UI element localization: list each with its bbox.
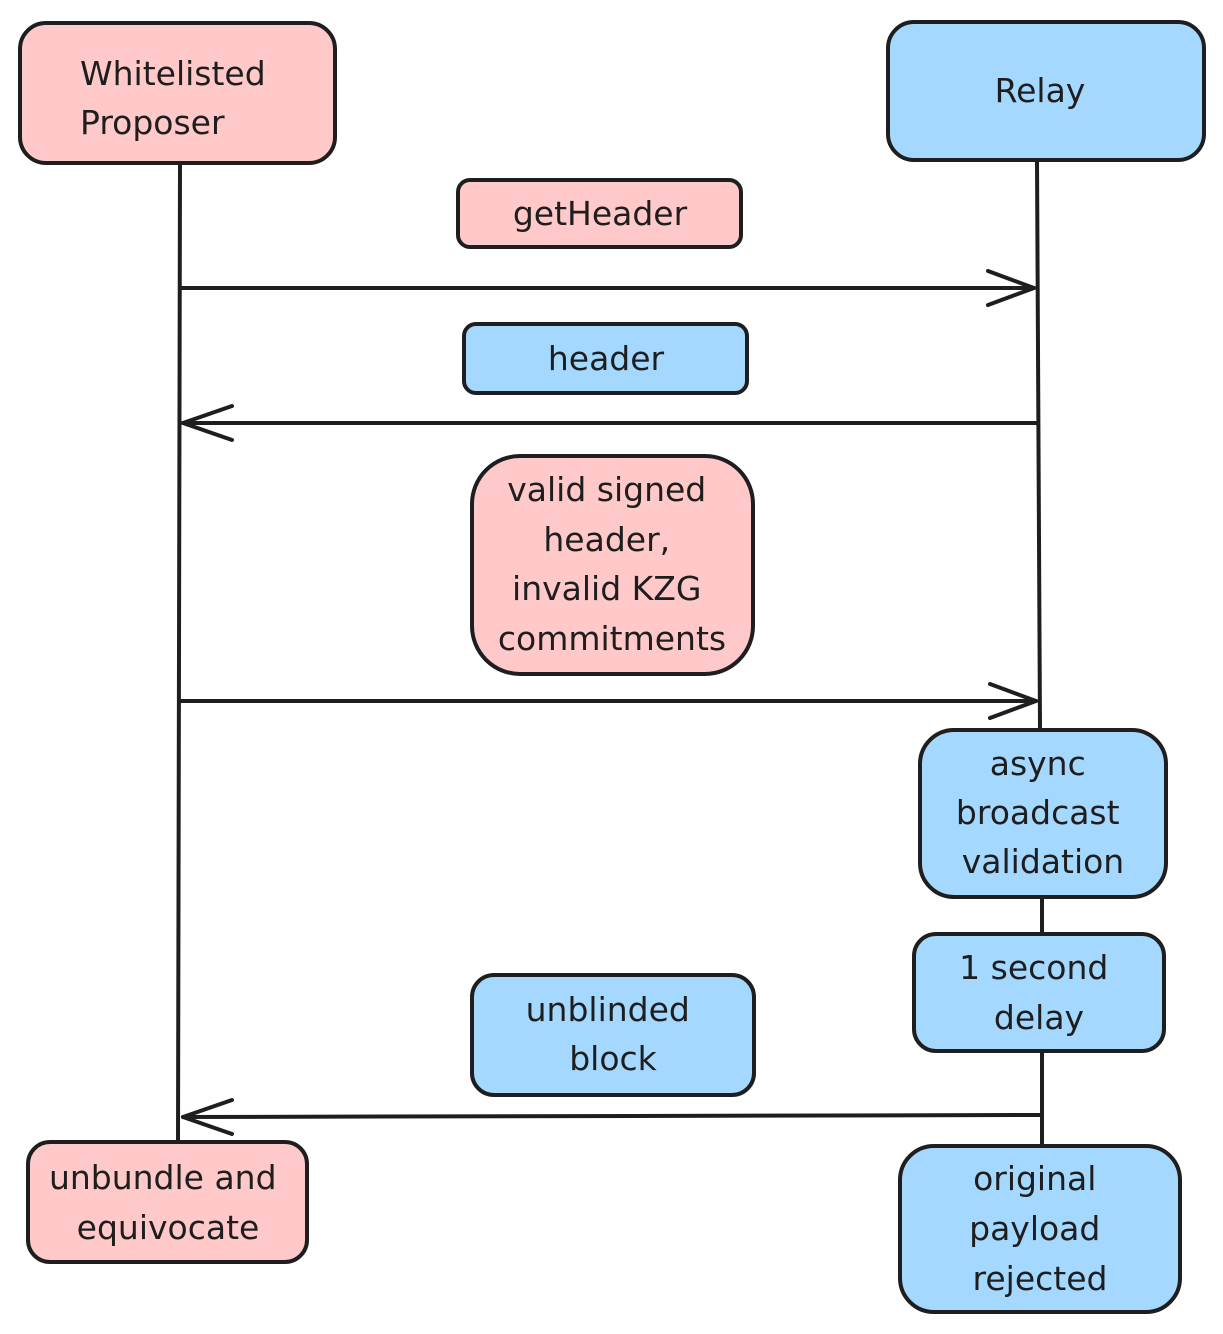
proposer-outcome-line-2: equivocate <box>77 1208 260 1247</box>
relay-lifeline <box>1035 158 1042 732</box>
arrow-relay-to-proposer-1 <box>181 404 1039 442</box>
svg-text:valid signed header,: valid signed header, invalid KZG commitm… <box>498 470 726 658</box>
svg-text:unbundle and equivocate: unbundle and equivocate <box>49 1158 287 1247</box>
proposer-label-line-1: Whitelisted <box>80 54 266 93</box>
rejected-line-2: payload <box>969 1209 1100 1248</box>
async-validation-step: async broadcast validation <box>918 728 1168 899</box>
async-validation-line-1: async <box>990 744 1086 783</box>
rejected-line-3: rejected <box>973 1259 1108 1298</box>
header-label: header <box>548 339 665 378</box>
async-validation-line-2: broadcast <box>956 793 1120 832</box>
signed-header-line-2: header, <box>543 520 670 559</box>
rejected-line-1: original <box>973 1159 1096 1198</box>
delay-step: 1 second delay <box>912 932 1166 1053</box>
signed-header-line-3: invalid KZG <box>512 569 701 608</box>
get-header-message: getHeader <box>456 178 743 249</box>
signed-header-message: valid signed header, invalid KZG commitm… <box>470 454 755 676</box>
svg-text:original payload r: original payload rejected <box>969 1159 1111 1298</box>
arrow-relay-to-proposer-2 <box>181 1098 1042 1136</box>
delay-line-1: 1 second <box>959 948 1108 987</box>
svg-text:async broadcast va: async broadcast validation <box>956 744 1130 881</box>
async-validation-line-3: validation <box>962 842 1124 881</box>
relay-rejected-step: original payload rejected <box>898 1144 1182 1314</box>
unblinded-block-line-2: block <box>569 1039 657 1078</box>
svg-text:Whitelisted Proposer: Whitelisted Proposer <box>80 54 276 142</box>
proposer-outcome: unbundle and equivocate <box>26 1140 309 1264</box>
signed-header-line-1: valid signed <box>507 470 706 509</box>
get-header-label: getHeader <box>513 194 688 233</box>
proposer-participant: Whitelisted Proposer <box>18 21 337 165</box>
proposer-lifeline <box>176 160 182 1144</box>
svg-text:1 second delay: 1 second delay <box>959 948 1119 1037</box>
arrow-proposer-to-relay-2 <box>179 682 1038 720</box>
svg-text:unblinded block: unblinded block <box>526 990 701 1078</box>
unblinded-block-message: unblinded block <box>470 973 756 1097</box>
delay-line-2: delay <box>994 998 1084 1037</box>
header-message: header <box>462 322 749 395</box>
proposer-label-line-2: Proposer <box>80 103 225 142</box>
arrow-proposer-to-relay-1 <box>179 269 1036 307</box>
signed-header-line-4: commitments <box>498 619 726 658</box>
relay-participant: Relay <box>886 20 1206 162</box>
unblinded-block-line-1: unblinded <box>526 990 690 1029</box>
relay-label: Relay <box>995 71 1086 110</box>
proposer-outcome-line-1: unbundle and <box>49 1158 277 1197</box>
